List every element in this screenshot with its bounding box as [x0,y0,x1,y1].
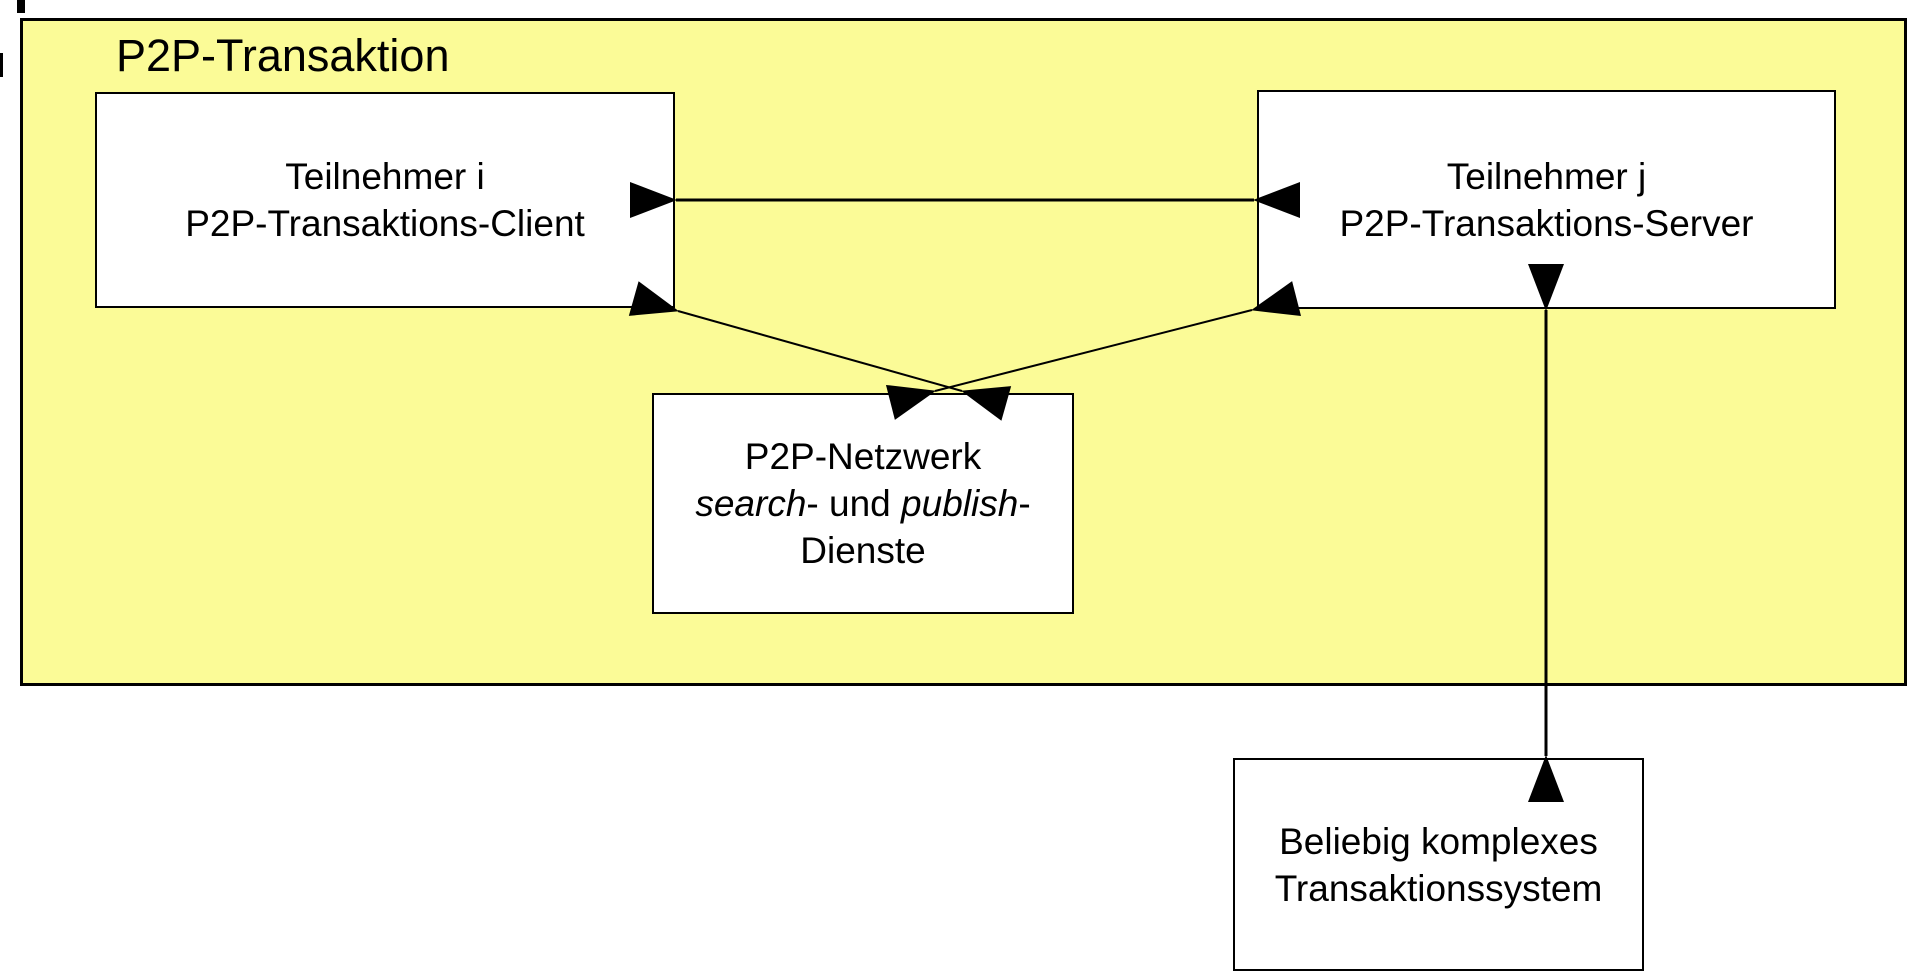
node-p2p-netzwerk: P2P-Netzwerk search- und publish-Dienste [652,393,1074,614]
node-p2p-netzwerk-line2: search- und publish-Dienste [695,483,1031,571]
node-teilnehmer-i-line1: Teilnehmer i [285,156,485,197]
node-transaktionssystem: Beliebig komplexes Transaktionssystem [1233,758,1644,971]
node-teilnehmer-j-server: Teilnehmer j P2P-Transaktions-Server [1257,90,1836,309]
crop-artifact-top [17,0,25,13]
node-transaktionssystem-line2: Transaktionssystem [1274,867,1603,909]
boundary-title: P2P-Transaktion [116,30,450,81]
node-teilnehmer-i-client: Teilnehmer i P2P-Transaktions-Client [95,92,675,308]
node-teilnehmer-i-line2: P2P-Transaktions-Client [185,203,585,244]
node-teilnehmer-j-line1: Teilnehmer j [1446,155,1647,197]
node-p2p-netzwerk-line1: P2P-Netzwerk [744,436,982,477]
crop-artifact-left [0,53,3,77]
node-transaktionssystem-line1: Beliebig komplexes [1279,820,1598,862]
node-teilnehmer-j-line2: P2P-Transaktions-Server [1339,202,1754,244]
